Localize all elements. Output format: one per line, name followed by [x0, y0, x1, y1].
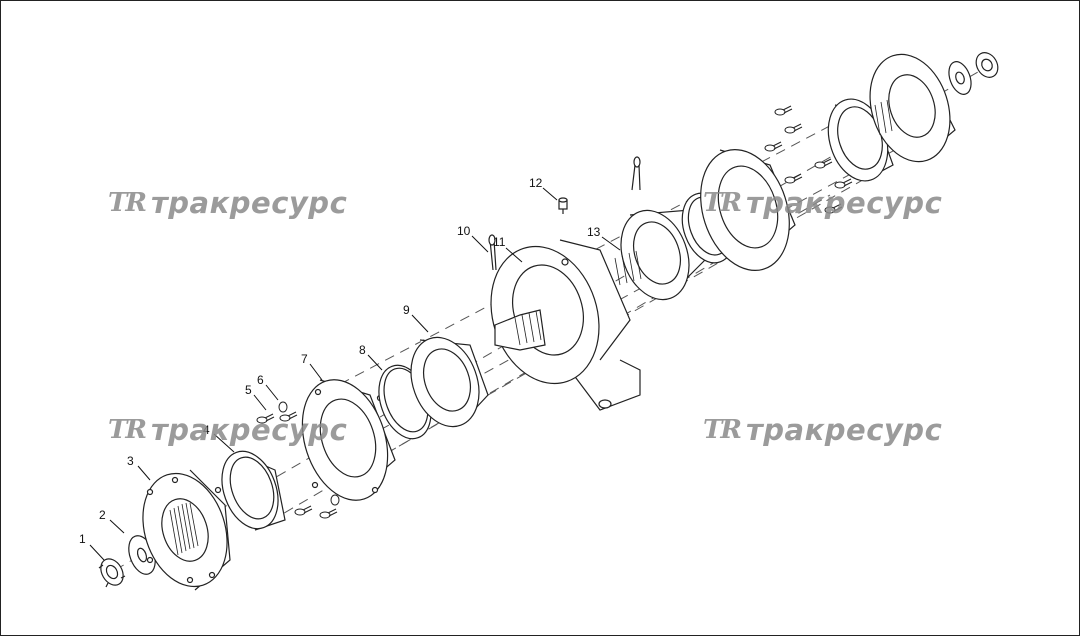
callout-8: 8 [359, 343, 366, 357]
watermark-logo: TR [703, 415, 742, 445]
callout-13: 13 [587, 225, 601, 239]
part-10-cotter-pin [488, 234, 497, 271]
part-13-spline-shaft-bearing [614, 209, 706, 301]
callout-10: 10 [457, 224, 471, 238]
watermark-text: тракресурс [745, 186, 943, 220]
part-4-seal [221, 450, 286, 531]
watermark-text: тракресурс [150, 413, 348, 447]
callout-1: 1 [79, 532, 86, 546]
watermark-logo: TR [108, 415, 147, 445]
callout-labels: 1 2 3 4 5 6 7 8 9 10 11 12 13 [79, 176, 601, 546]
part-11-bearing-housing [490, 239, 641, 411]
part-12-grease-fitting [558, 197, 568, 214]
callout-4: 4 [203, 423, 210, 437]
part-9-bearing [410, 336, 489, 428]
watermark-text: тракресурс [745, 413, 943, 447]
watermark-logo: TR [703, 188, 742, 218]
callout-3: 3 [127, 454, 134, 468]
watermark-text: тракресурс [150, 186, 348, 220]
callout-7: 7 [301, 352, 308, 366]
watermark-logo: TR [108, 188, 147, 218]
watermark-1: TR тракресурс [108, 186, 347, 220]
callout-2: 2 [99, 508, 106, 522]
callout-6: 6 [257, 373, 264, 387]
bearing-cap-upper [700, 149, 796, 271]
part-7-bearing-cap [301, 379, 396, 501]
part-1-castle-nut [98, 558, 126, 588]
watermark-3: TR тракресурс [108, 413, 347, 447]
callout-11: 11 [493, 235, 506, 249]
washer-upper [948, 61, 972, 95]
watermark-4: TR тракресурс [703, 413, 942, 447]
callout-5: 5 [245, 383, 252, 397]
seal-upper [827, 98, 894, 182]
callouts [89, 187, 621, 561]
watermark-2: TR тракресурс [703, 186, 942, 220]
callout-12: 12 [529, 176, 543, 190]
cotter-pin-upper [631, 156, 641, 191]
callout-9: 9 [403, 303, 410, 317]
companion-flange-upper [869, 53, 956, 163]
part-3-companion-flange [142, 469, 231, 591]
castle-nut-upper [975, 52, 999, 78]
